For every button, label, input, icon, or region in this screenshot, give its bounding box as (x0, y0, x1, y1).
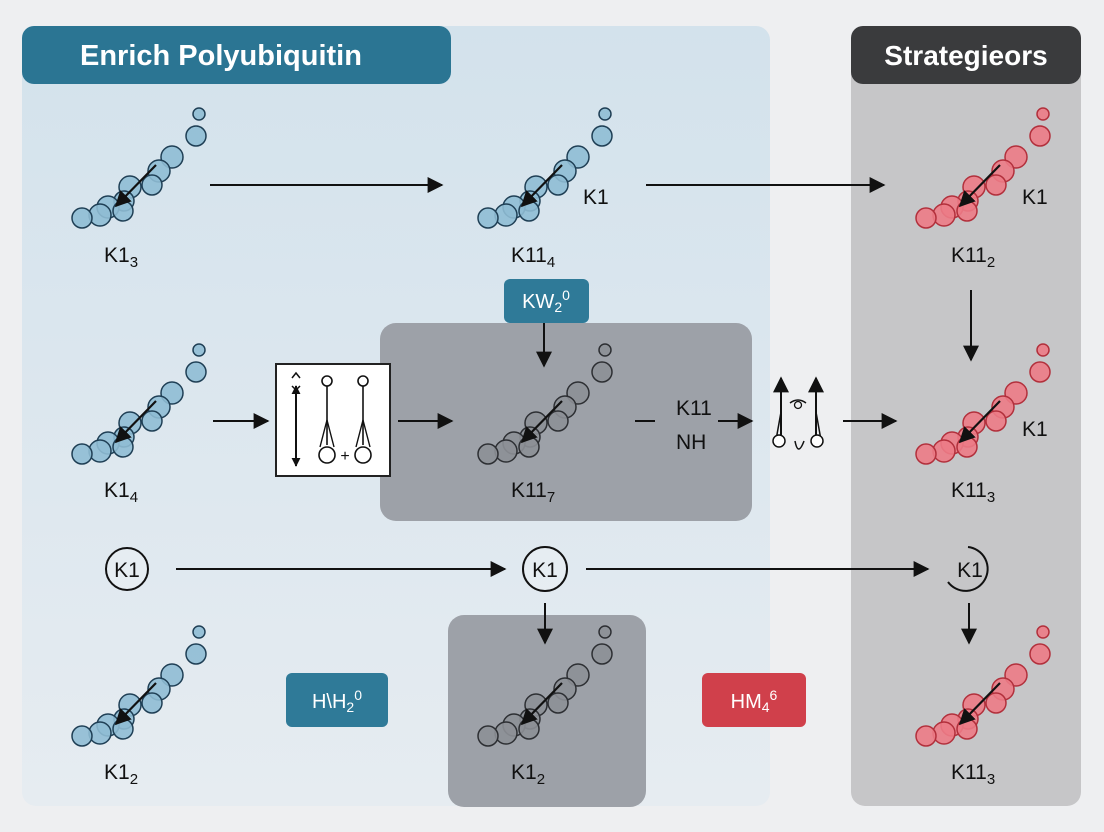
reagent-box: + (275, 363, 391, 477)
bead (985, 692, 1007, 714)
bead (1029, 361, 1051, 383)
label-mid-top: K11 (676, 397, 712, 420)
bead (141, 174, 163, 196)
bead (547, 410, 569, 432)
right-panel-title: Strategieors (884, 40, 1047, 71)
bead (185, 643, 207, 665)
bead (591, 643, 613, 665)
bead (141, 692, 163, 714)
bead (518, 718, 540, 740)
adapter-glyph (772, 376, 824, 450)
chain-r2c1 (71, 343, 207, 465)
bead (915, 725, 937, 747)
bead (192, 343, 206, 357)
circle-node-1: K1 (105, 547, 149, 591)
bead (112, 718, 134, 740)
bead (71, 725, 93, 747)
chain-r4c3 (915, 625, 1051, 747)
svg-text:H\H20: H\H20 (312, 687, 362, 715)
bead (985, 410, 1007, 432)
label-r4c2: K12 (511, 761, 545, 788)
chain-arrow (958, 682, 1001, 726)
bead (547, 174, 569, 196)
hm-badge: HM46 (702, 673, 806, 727)
bead (477, 725, 499, 747)
bead (591, 361, 613, 383)
bead (591, 125, 613, 147)
chain-r2c2 (477, 343, 613, 465)
bead (1036, 625, 1050, 639)
bead (112, 436, 134, 458)
bead (1036, 343, 1050, 357)
label-r1c2: K114 (511, 244, 555, 271)
bead (518, 200, 540, 222)
chain-r2c3 (915, 343, 1051, 465)
bead (1029, 643, 1051, 665)
label-r2c3: K113 (951, 479, 995, 506)
bottom-gray-box (448, 615, 646, 807)
circle-node-2: K1 (522, 546, 568, 592)
svg-text:KW20: KW20 (522, 287, 570, 315)
right-title-bar: Strategieors (851, 26, 1081, 84)
bead (956, 436, 978, 458)
label-r2c1: K14 (104, 479, 138, 506)
label-r1c2-side: K1 (583, 186, 609, 209)
chain-arrow (958, 164, 1001, 208)
chain-r4c1 (71, 625, 207, 747)
chain-arrow (520, 164, 563, 208)
bead (192, 625, 206, 639)
bead (1029, 125, 1051, 147)
chain-arrow (520, 682, 563, 726)
bead (915, 207, 937, 229)
chain-r1c3 (915, 107, 1051, 229)
label-r1c3-side: K1 (1022, 186, 1048, 209)
bead (112, 200, 134, 222)
label-r1c1: K13 (104, 244, 138, 271)
label-r4c3: K113 (951, 761, 995, 788)
circle-node-3: K1 (947, 546, 989, 592)
svg-text:K1: K1 (957, 559, 983, 582)
bead (71, 443, 93, 465)
left-title-bar: Enrich Polyubiquitin (22, 26, 451, 84)
bead (598, 343, 612, 357)
bead (547, 692, 569, 714)
hh-badge: H\H20 (286, 673, 388, 727)
bead (956, 200, 978, 222)
bead (956, 718, 978, 740)
svg-text:K1: K1 (114, 559, 140, 582)
bead (477, 443, 499, 465)
bead (518, 436, 540, 458)
bead (185, 125, 207, 147)
chain-r1c2 (477, 107, 613, 229)
plus-sign: + (340, 448, 349, 465)
bead (1036, 107, 1050, 121)
chain-arrow (520, 400, 563, 444)
bead (185, 361, 207, 383)
bead (477, 207, 499, 229)
svg-text:HM46: HM46 (731, 687, 778, 715)
bead (71, 207, 93, 229)
chain-arrow (114, 164, 157, 208)
left-panel-title: Enrich Polyubiquitin (80, 40, 362, 72)
label-r2c3-side: K1 (1022, 418, 1048, 441)
bead (598, 107, 612, 121)
label-r1c3: K112 (951, 244, 995, 271)
chain-arrow (114, 400, 157, 444)
label-r2c2: K117 (511, 479, 555, 506)
bead (141, 410, 163, 432)
chain-arrow (958, 400, 1001, 444)
chain-r4c2 (477, 625, 613, 747)
svg-text:K1: K1 (532, 559, 558, 582)
label-mid-bottom: NH (676, 431, 706, 454)
chain-r1c1 (71, 107, 207, 229)
chain-arrow (114, 682, 157, 726)
bead (985, 174, 1007, 196)
bead (598, 625, 612, 639)
label-r4c1: K12 (104, 761, 138, 788)
bead (192, 107, 206, 121)
kw-badge: KW20 (504, 279, 589, 323)
bead (915, 443, 937, 465)
